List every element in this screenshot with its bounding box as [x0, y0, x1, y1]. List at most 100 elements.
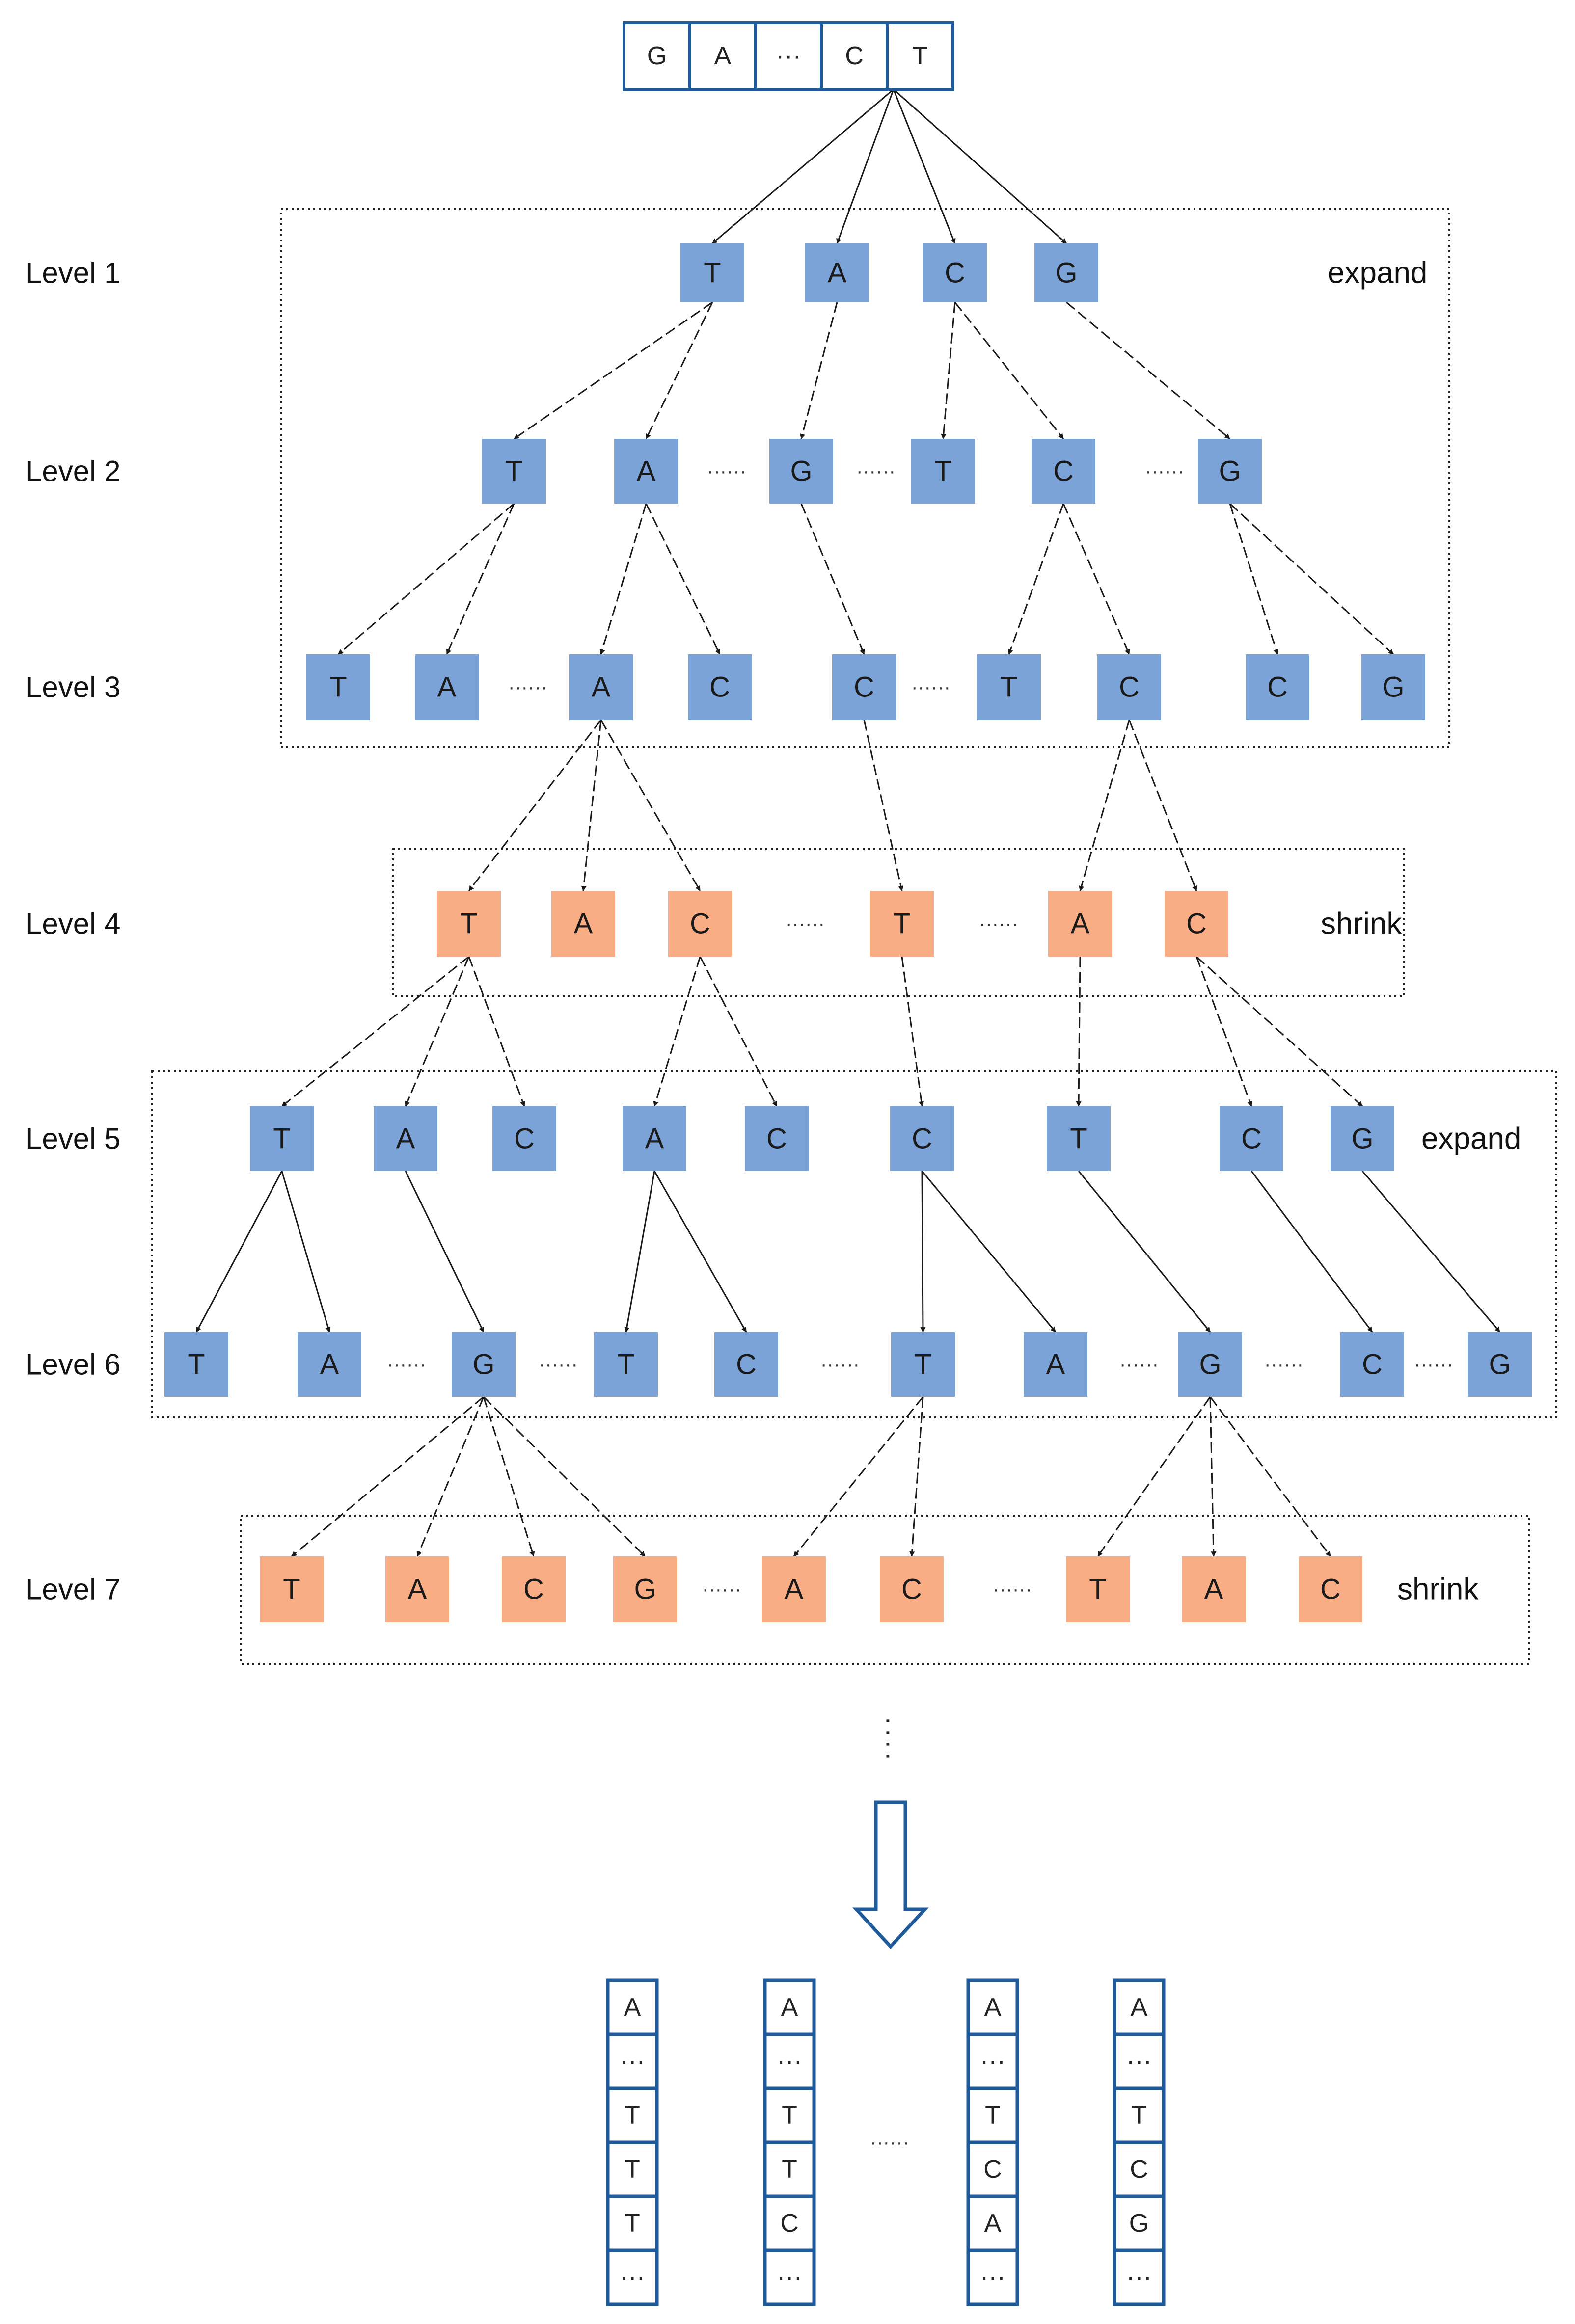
- node-letter: C: [690, 908, 710, 940]
- ellipsis-text: ······: [786, 913, 825, 935]
- node-letter: G: [1219, 455, 1241, 487]
- output-sequence: A···TCG···: [1113, 1978, 1166, 2306]
- node-box: [911, 439, 975, 504]
- ellipsis-text: ······: [539, 1354, 578, 1375]
- output-sequence-letter: ···: [1126, 2263, 1152, 2292]
- tree-edge: [281, 1171, 331, 1333]
- node-letter: C: [1362, 1349, 1383, 1381]
- node-letter: A: [437, 671, 457, 703]
- ellipsis-text: ······: [979, 913, 1018, 935]
- tree-edge: [338, 503, 515, 655]
- node-letter: T: [460, 908, 477, 940]
- tree-edge: [581, 720, 602, 892]
- node-box: [1246, 654, 1309, 720]
- output-sequence-cell: [763, 2248, 816, 2306]
- node-letter: G: [790, 455, 812, 487]
- input-sequence-cell: [754, 21, 823, 91]
- node-letter: A: [408, 1574, 427, 1605]
- node-box: [1468, 1332, 1532, 1397]
- node-box: [977, 654, 1041, 720]
- tree-edge: [468, 720, 602, 891]
- node-box: [769, 439, 833, 504]
- node-letter: A: [828, 257, 847, 289]
- node-box: [1340, 1332, 1404, 1397]
- tree-edge: [468, 956, 525, 1107]
- node-letter: A: [1204, 1574, 1223, 1605]
- node-letter: C: [766, 1123, 787, 1155]
- tree-edge: [291, 1396, 484, 1557]
- input-sequence-letter: A: [714, 42, 732, 70]
- node-box: [623, 1106, 686, 1171]
- node-box: [1066, 1556, 1130, 1622]
- node-letter: T: [1089, 1574, 1106, 1605]
- node-box: [250, 1106, 314, 1171]
- node-box: [452, 1332, 516, 1397]
- node-letter: T: [1000, 671, 1017, 703]
- output-sequence-letter: C: [780, 2209, 799, 2238]
- node-letter: C: [523, 1574, 544, 1605]
- tree-edge: [405, 956, 470, 1107]
- node-letter: T: [893, 908, 910, 940]
- tree-edge: [836, 89, 895, 244]
- node-letter: C: [1267, 671, 1288, 703]
- level-label: Level 3: [26, 671, 120, 704]
- tree-edge: [195, 1171, 283, 1333]
- output-sequence-letter: G: [1129, 2209, 1149, 2238]
- tree-edge: [599, 503, 647, 655]
- output-sequence-cell: [606, 2248, 659, 2306]
- node-box: [805, 243, 869, 302]
- tree-edge: [893, 89, 956, 244]
- tree-edge: [405, 1171, 485, 1333]
- level-label: Level 7: [26, 1573, 120, 1606]
- tree-edge: [1128, 720, 1197, 892]
- output-sequence-cell: [606, 2194, 659, 2252]
- node-box: [482, 439, 546, 504]
- tree-edge: [893, 88, 1067, 244]
- node-letter: A: [1046, 1349, 1065, 1381]
- node-letter: G: [1382, 671, 1404, 703]
- node-letter: A: [1071, 908, 1090, 940]
- tree-edge: [281, 956, 469, 1107]
- output-sequence-cell: [1113, 2086, 1166, 2144]
- output-sequence-cell: [1113, 2032, 1166, 2090]
- node-letter: T: [934, 455, 951, 487]
- ellipsis-text: ······: [911, 676, 950, 698]
- tree-edge: [1062, 503, 1130, 655]
- tree-edge: [1195, 956, 1252, 1107]
- tree-edge: [712, 88, 894, 244]
- ellipsis-text: ······: [702, 1578, 741, 1600]
- node-box: [1331, 1106, 1394, 1171]
- tree-edge: [941, 302, 956, 440]
- output-sequence-cell: [1113, 2140, 1166, 2198]
- tree-edge: [600, 720, 701, 891]
- ellipsis-text: ······: [1145, 460, 1184, 482]
- node-letter: C: [901, 1574, 922, 1605]
- output-sequence-letter: ···: [1126, 2047, 1152, 2076]
- output-sequence-cell: [763, 2140, 816, 2198]
- node-box: [415, 654, 479, 720]
- output-sequence-letter: T: [782, 2155, 797, 2184]
- level-label: Level 2: [26, 455, 120, 488]
- node-box: [492, 1106, 556, 1171]
- tree-edge: [483, 1396, 646, 1557]
- node-box: [688, 654, 752, 720]
- node-box: [260, 1556, 324, 1622]
- output-sequence: A···TTC···: [763, 1978, 816, 2306]
- tree-edge: [793, 1396, 924, 1557]
- node-box: [614, 439, 678, 504]
- tree-edge: [645, 302, 713, 439]
- output-sequence-letter: ···: [777, 2263, 802, 2292]
- output-sequence-letter: T: [1131, 2101, 1147, 2130]
- node-box: [745, 1106, 809, 1171]
- output-sequence-cell: [763, 2032, 816, 2090]
- node-box: [374, 1106, 437, 1171]
- phase-label: expand: [1328, 256, 1427, 290]
- input-sequence-letter: G: [647, 42, 667, 70]
- ellipsis-text: ······: [856, 460, 896, 482]
- node-letter: T: [505, 455, 522, 487]
- node-letter: C: [1241, 1123, 1262, 1155]
- output-sequence-letter: T: [625, 2155, 640, 2184]
